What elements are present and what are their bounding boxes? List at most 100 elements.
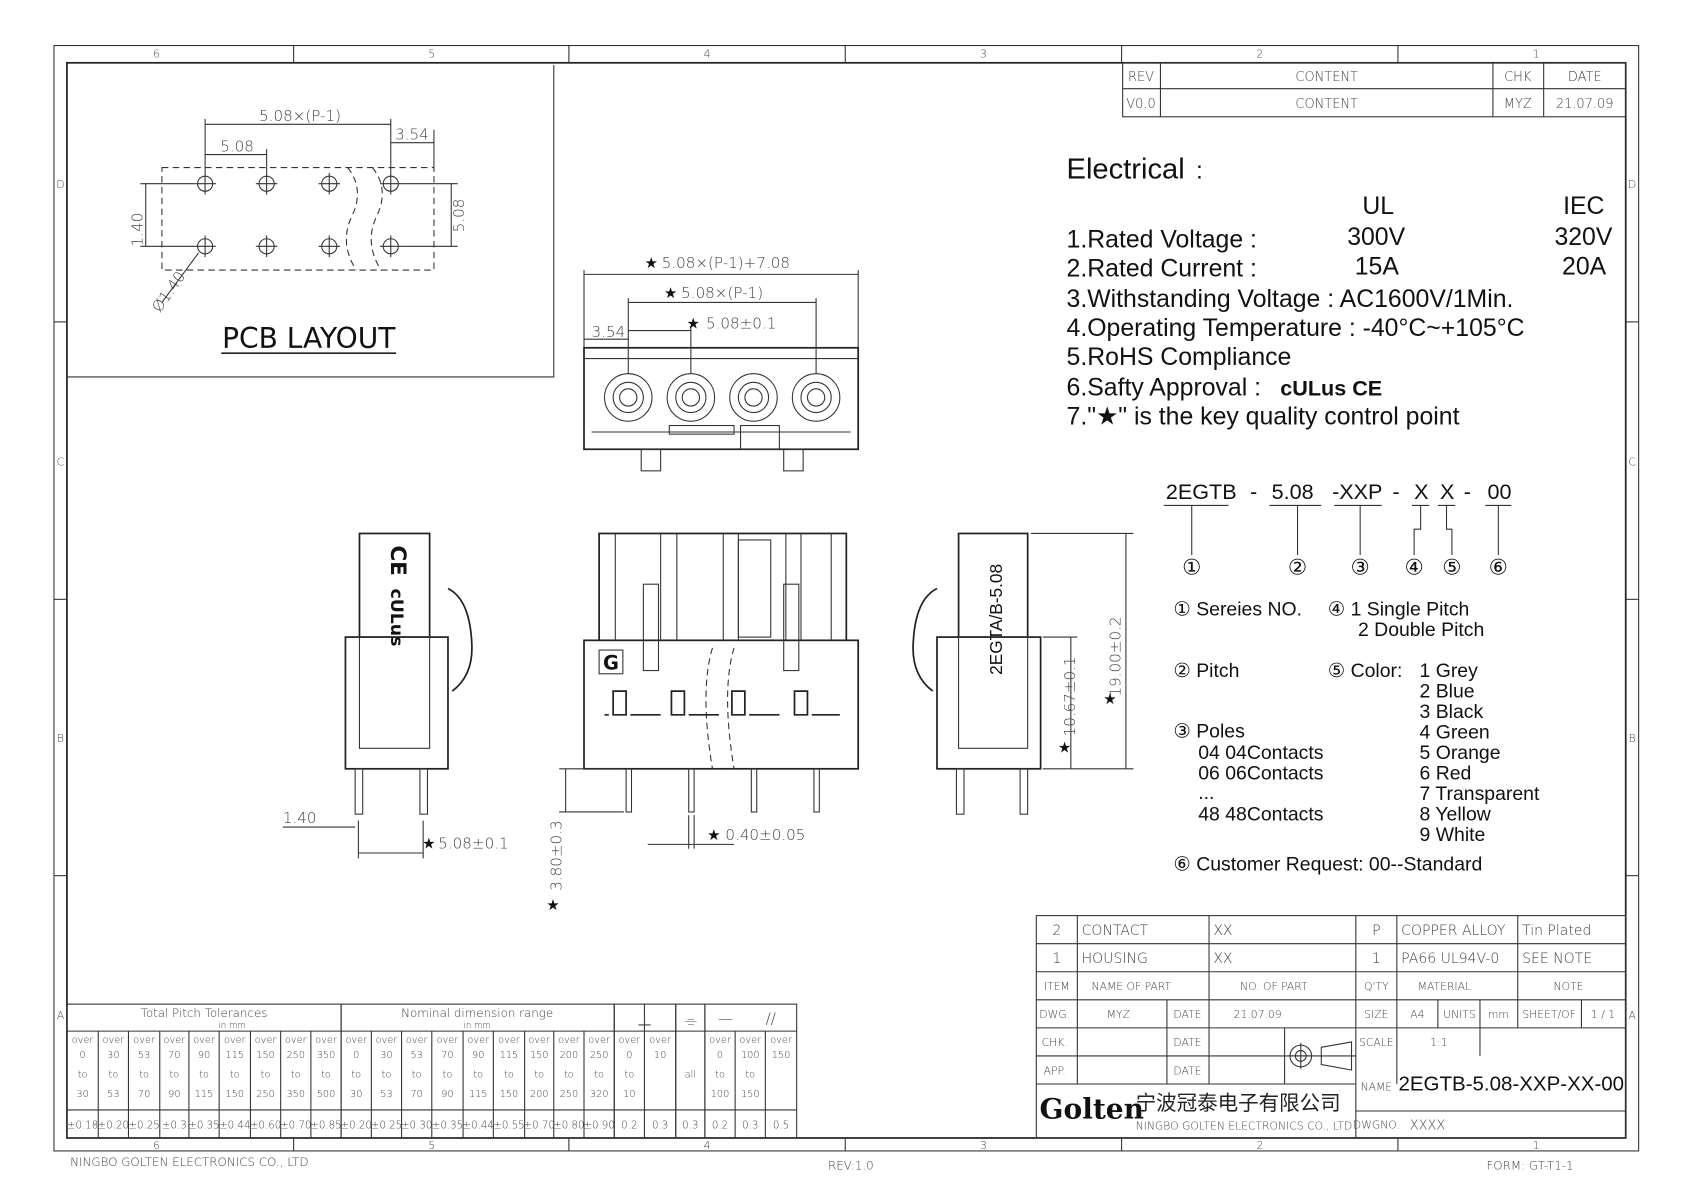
zone-col-top: 3 <box>980 47 987 60</box>
zone-row-right: C <box>1628 455 1636 468</box>
ce-mark: CE <box>385 545 410 576</box>
color-item: 4 Green <box>1420 722 1490 744</box>
marker-1: ① <box>1182 554 1201 579</box>
pcb-dim-hole: Ø1.40 <box>148 268 189 316</box>
pn-customer: 00 <box>1488 479 1512 504</box>
top-dim-span: 5.08×(P-1) <box>681 284 763 302</box>
tolerance-value: ±0.44 <box>463 1119 494 1131</box>
range-to-label: to <box>108 1070 118 1081</box>
range-from-value: 0 <box>717 1050 723 1061</box>
pcb-dim-span: 5.08×(P-1) <box>259 107 341 125</box>
pole-item: 06 06Contacts <box>1198 763 1324 785</box>
range-to-label: to <box>504 1070 514 1081</box>
range-from-label: over <box>255 1035 277 1046</box>
pcb-layout-title: PCB LAYOUT <box>222 322 396 355</box>
pn-dash: - <box>1393 479 1400 504</box>
spec-operating-temp: 4.Operating Temperature : -40°C~+105°C <box>1067 315 1525 342</box>
tolerance-value: ±0.20 <box>341 1119 372 1131</box>
marker-4: ④ <box>1404 554 1423 579</box>
iec-column-header: IEC <box>1563 193 1604 220</box>
right-dim-mid: 10.67±0.1 <box>1061 656 1079 736</box>
range-to-value: 350 <box>287 1089 306 1100</box>
range-to-label: to <box>624 1070 634 1081</box>
tolerance-value: ±0.30 <box>401 1119 432 1131</box>
key-star: ★ <box>1103 690 1117 708</box>
tolerance-value: 0.3 <box>652 1119 668 1131</box>
bom-note: SEE NOTE <box>1522 951 1592 967</box>
range-from-label: over <box>133 1035 155 1046</box>
chk-date-label: DATE <box>1173 1036 1201 1049</box>
rev-header: REV <box>1128 70 1154 85</box>
sheet-value: 1 / 1 <box>1591 1008 1615 1021</box>
sheet-label: SHEET/OF <box>1522 1008 1575 1021</box>
color-item: 5 Orange <box>1420 742 1501 764</box>
zone-row-left: B <box>57 732 64 745</box>
spec-withstanding-voltage: 3.Withstanding Voltage : AC1600V/1Min. <box>1067 286 1514 313</box>
tolerance-value: 0.5 <box>773 1119 789 1131</box>
range-from-value: 350 <box>317 1050 336 1061</box>
pn-dash: - <box>1464 479 1471 504</box>
color-item: 6 Red <box>1420 763 1472 785</box>
company-name-cn: 宁波冠泰电子有限公司 <box>1136 1091 1341 1115</box>
drawing-frame: 6 5 4 3 2 1 6 5 4 3 2 1 D C B A D C B A <box>53 45 1640 1152</box>
range-from-value: 115 <box>500 1050 519 1061</box>
electrical-specs: Electrical : UL IEC 1.Rated Voltage : 30… <box>1067 153 1613 430</box>
range-to-label: to <box>199 1070 209 1081</box>
title-block: 2 CONTACT XX P COPPER ALLOY Tin Plated 1… <box>1035 915 1627 1139</box>
size-label: SIZE <box>1364 1008 1388 1021</box>
right-dim-height: 19.00±0.2 <box>1107 617 1125 697</box>
key-star: ★ <box>687 314 701 332</box>
legend-customer: ⑥ Customer Request: 00--Standard <box>1173 853 1482 875</box>
spec-safety-approval: 6.Safty Approval : <box>1067 374 1261 401</box>
name-label: NAME <box>1361 1080 1393 1093</box>
pn-series: 2EGTB <box>1166 479 1237 504</box>
range-to-value: 200 <box>530 1089 549 1100</box>
range-from-label: over <box>103 1035 125 1046</box>
range-from-label: over <box>224 1035 246 1046</box>
date-header: DATE <box>1568 70 1602 85</box>
right-side-view: 2EGTA/B-5.08 19.00±0.2 ★ 10.67±0.1 ★ <box>912 532 1134 815</box>
zone-row-right: B <box>1629 732 1636 745</box>
range-to-value: 150 <box>741 1089 760 1100</box>
zone-row-left: D <box>56 178 64 191</box>
top-dim-overall: 5.08×(P-1)+7.08 <box>662 254 790 272</box>
company-name-en: NINGBO GOLTEN ELECTRONICS CO., LTD <box>1136 1119 1353 1132</box>
tolerance-value: ±0.25 <box>128 1119 159 1131</box>
left-dim-offset: 1.40 <box>283 809 317 827</box>
legend-pitch: ② Pitch <box>1173 660 1239 682</box>
tolerance-value: ±0.35 <box>188 1119 219 1131</box>
color-item: 8 Yellow <box>1420 804 1492 826</box>
front-dim-pin-width: 0.40±0.05 <box>725 826 805 844</box>
zone-row-left: A <box>57 1009 65 1022</box>
range-from-label: over <box>770 1035 792 1046</box>
tolerance-value: ±0.80 <box>553 1119 584 1131</box>
bom-no: XX <box>1213 923 1232 939</box>
pcb-dim-pitch: 5.08 <box>220 137 254 155</box>
range-to-label: to <box>534 1070 544 1081</box>
units-label: UNITS <box>1443 1008 1476 1021</box>
tolerance-value: 0.3 <box>742 1119 758 1131</box>
footer-rev: REV:1.0 <box>828 1158 874 1172</box>
legend-pitch-type-2: 2 Double Pitch <box>1358 619 1484 641</box>
ul-column-header: UL <box>1362 193 1394 220</box>
range-from-label: over <box>739 1035 761 1046</box>
chk-header: CHK <box>1504 70 1532 85</box>
range-from-label: over <box>72 1035 94 1046</box>
tolerance-value: ±0.44 <box>219 1119 250 1131</box>
range-from-value: 150 <box>772 1050 791 1061</box>
range-from-label: over <box>619 1035 641 1046</box>
footer-company: NINGBO GOLTEN ELECTRONICS CO., LTD <box>70 1155 308 1169</box>
range-to-label: to <box>412 1070 422 1081</box>
scale-value: 1:1 <box>1430 1036 1447 1049</box>
range-from-label: over <box>285 1035 307 1046</box>
bom-qty: 1 <box>1372 951 1381 967</box>
range-to-value: 70 <box>411 1089 423 1100</box>
pn-color: X <box>1440 479 1454 504</box>
perpendicularity-symbol: ⊥ <box>637 1011 652 1031</box>
nominal-range-header: Nominal dimension range <box>401 1006 553 1020</box>
revision-table: REV CONTENT CHK DATE V0.0 CONTENT MYZ 21… <box>1122 62 1627 118</box>
range-from-value: 90 <box>472 1050 484 1061</box>
range-to-value: 30 <box>76 1089 88 1100</box>
zone-row-right: D <box>1628 178 1636 191</box>
